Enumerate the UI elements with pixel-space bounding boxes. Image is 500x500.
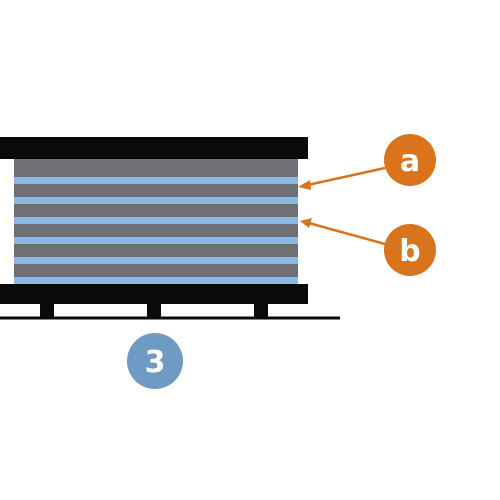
support-foot — [147, 304, 161, 318]
rubber-layer — [14, 264, 298, 277]
support-foot — [254, 304, 268, 318]
steel-shim — [14, 197, 298, 204]
callout-circle — [384, 224, 436, 276]
callout-label: b — [399, 234, 420, 269]
rubber-layer — [14, 244, 298, 257]
laminated-core — [14, 159, 298, 284]
rubber-layer — [14, 159, 298, 177]
support-foot — [40, 304, 54, 318]
steel-shim — [14, 257, 298, 264]
steel-shim — [14, 177, 298, 184]
steel-shim — [14, 277, 298, 284]
leader-line-b — [300, 218, 386, 246]
rubber-layer — [14, 204, 298, 217]
figure-number-label: 3 — [145, 345, 166, 380]
figure-number-circle — [127, 333, 183, 389]
callout-label: a — [400, 144, 420, 179]
callout-b: b — [384, 224, 436, 276]
steel-shim — [14, 237, 298, 244]
callout-a: a — [384, 134, 436, 186]
top-plate — [0, 137, 308, 159]
figure-number-badge: 3 — [127, 333, 183, 389]
steel-shim — [14, 217, 298, 224]
callout-circle — [384, 134, 436, 186]
bottom-plate — [0, 284, 308, 304]
arrowhead-icon — [298, 180, 311, 190]
arrowhead-icon — [300, 218, 312, 228]
leader-line-a — [298, 166, 386, 190]
rubber-layer — [14, 184, 298, 197]
rubber-layer — [14, 224, 298, 237]
